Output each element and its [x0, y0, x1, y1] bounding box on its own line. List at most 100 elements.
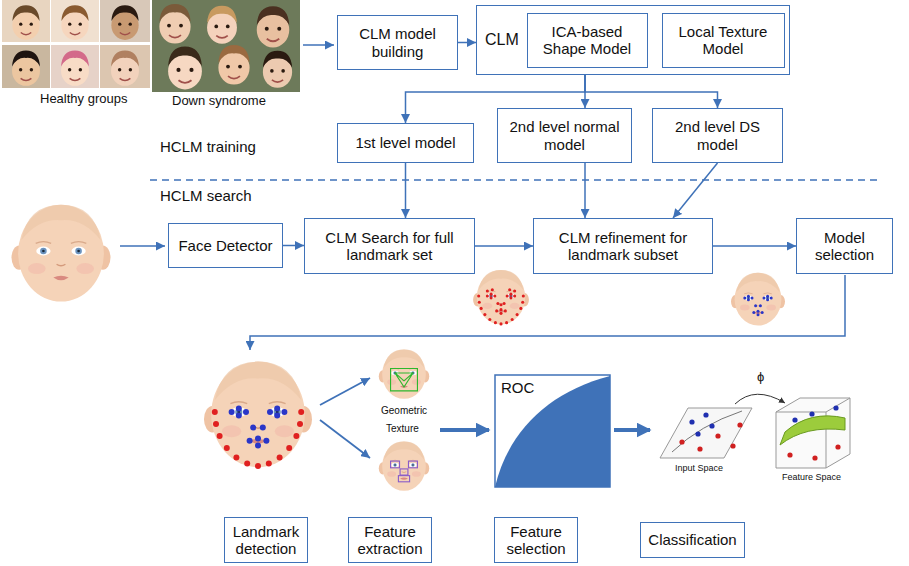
- model-group-box: CLM ICA-based Shape Model Local Texture Mo…: [476, 5, 790, 75]
- circle-shape: [835, 444, 840, 449]
- geometric-feature-face: [379, 349, 429, 398]
- process-box: Face Detector: [168, 223, 283, 268]
- box-text: ICA-based Shape Model: [534, 23, 641, 58]
- rect-shape: [152, 0, 300, 92]
- box-text: Local Texture Model: [669, 23, 778, 58]
- box-text: CLM model building: [344, 25, 451, 60]
- polygon-shape: [776, 398, 850, 468]
- use-shape: [159, 4, 190, 44]
- process-box: CLM model building: [337, 15, 458, 70]
- rect-shape: [391, 461, 400, 468]
- box-text: 1st level model: [344, 134, 467, 151]
- feature-arrow: [320, 378, 370, 405]
- use-shape: [473, 270, 529, 325]
- process-box: Classification: [640, 522, 745, 558]
- text-label: Down syndrome: [172, 94, 266, 109]
- use-shape: [263, 51, 292, 88]
- flow-arrow: [405, 163, 407, 218]
- process-box: 1st level model: [337, 123, 474, 163]
- box-text: Classification: [647, 531, 738, 548]
- block-arrow: [614, 428, 650, 432]
- process-box: Landmark detection: [224, 517, 308, 563]
- phase-separator: [150, 179, 880, 181]
- circle-shape: [679, 439, 684, 444]
- circle-shape: [689, 419, 694, 424]
- input-space-plot: [660, 408, 752, 458]
- process-box: CLM Search for full landmark set: [304, 218, 475, 274]
- box-text: Model selection: [803, 229, 886, 264]
- subset-landmark-face: [731, 273, 785, 326]
- use-shape: [12, 5, 39, 40]
- use-shape: [743, 295, 772, 317]
- use-shape: [12, 205, 111, 302]
- text-label: Texture: [386, 423, 419, 435]
- flow-arrow: [673, 163, 718, 218]
- path-shape: [495, 376, 610, 487]
- flow-arrow: [585, 75, 718, 108]
- text-label: Geometric: [381, 405, 427, 417]
- process-box: Feature extraction: [348, 517, 432, 563]
- process-box: 2nd level normal model: [497, 108, 632, 163]
- input-baby-face: [12, 205, 111, 302]
- rect-shape: [2, 45, 50, 88]
- process-box: CLM refinement for landmark subset: [533, 218, 713, 274]
- text-label: Input Space: [675, 463, 723, 473]
- rect-shape: [100, 45, 150, 88]
- flow-arrow: [458, 42, 476, 44]
- full-landmark-face: [473, 270, 529, 325]
- use-shape: [111, 5, 138, 40]
- use-shape: [731, 273, 785, 326]
- box-text: CLM Search for full landmark set: [311, 229, 468, 264]
- use-shape: [379, 349, 429, 398]
- g-shape: [391, 461, 418, 482]
- mapping-arrow: [735, 394, 785, 404]
- box-text: CLM: [485, 31, 519, 49]
- use-shape: [111, 50, 139, 85]
- rect-shape: [400, 469, 408, 475]
- circle-shape: [697, 446, 702, 451]
- flow-arrow: [713, 245, 796, 247]
- text-label: ROC: [501, 379, 534, 396]
- box-text: CLM refinement for landmark subset: [540, 229, 706, 264]
- path-shape: [776, 398, 850, 468]
- circle-shape: [833, 405, 838, 410]
- use-shape: [379, 441, 429, 490]
- g-shape: [689, 412, 714, 436]
- rect-shape: [51, 45, 99, 88]
- flow-arrow: [584, 163, 586, 218]
- circle-shape: [809, 411, 814, 416]
- process-box: Feature selection: [494, 517, 578, 563]
- circle-shape: [715, 433, 720, 438]
- text-label: ϕ: [757, 370, 764, 385]
- box-text: 2nd level DS model: [659, 118, 776, 153]
- path-shape: [391, 369, 418, 391]
- input-arrow: [303, 44, 334, 46]
- down-syndrome-photo-collage: [152, 0, 300, 92]
- use-shape: [168, 47, 202, 90]
- result-arrow: [250, 275, 845, 350]
- use-shape: [204, 362, 312, 468]
- rect-shape: [495, 375, 610, 487]
- use-shape: [12, 50, 40, 85]
- rect-shape: [408, 461, 417, 468]
- use-shape: [61, 5, 88, 40]
- circle-shape: [792, 417, 797, 422]
- texture-feature-face: [379, 441, 429, 490]
- use-shape: [218, 45, 249, 85]
- box-text: 2nd level normal model: [504, 118, 625, 153]
- circle-shape: [730, 443, 735, 448]
- box-text: Landmark detection: [231, 523, 301, 558]
- use-shape: [61, 50, 89, 85]
- circle-shape: [737, 422, 742, 427]
- box-text: Feature selection: [501, 523, 571, 558]
- block-arrow: [440, 428, 489, 432]
- g-shape: [679, 422, 742, 451]
- rect-shape: [2, 0, 50, 42]
- text-label: HCLM search: [160, 187, 252, 204]
- circle-shape: [695, 431, 700, 436]
- process-box: 2nd level DS model: [652, 108, 783, 163]
- use-shape: [257, 6, 290, 47]
- circle-shape: [709, 423, 714, 428]
